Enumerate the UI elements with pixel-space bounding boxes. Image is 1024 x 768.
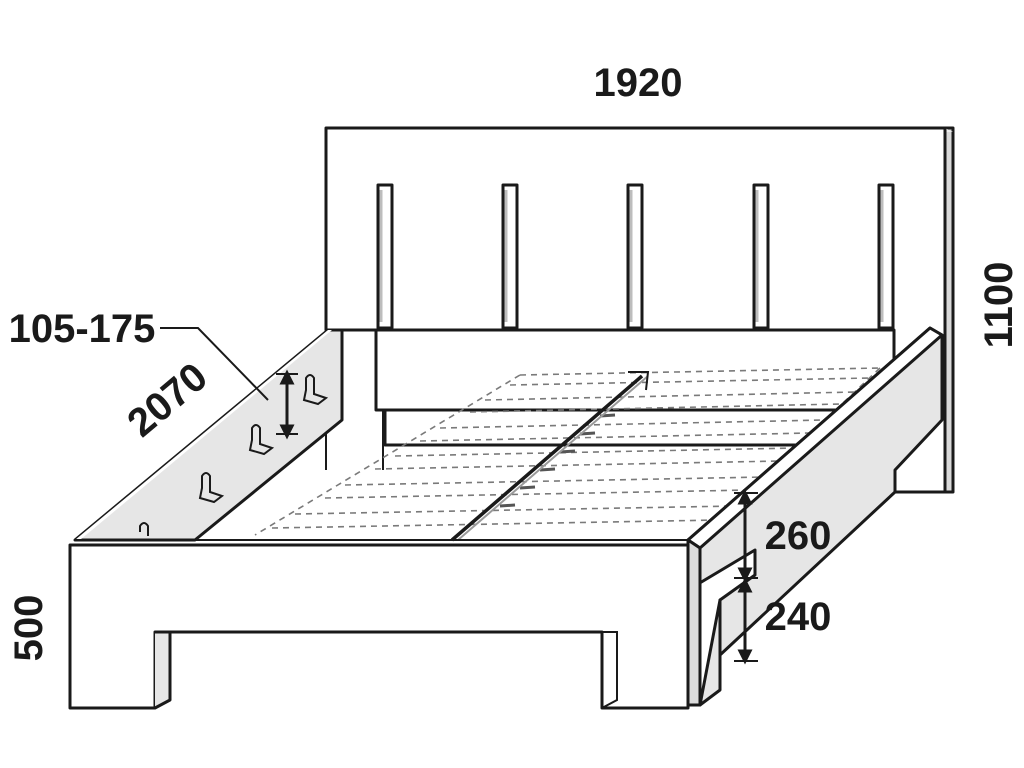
clearance-label: 240: [765, 595, 832, 639]
slat-depth-label: 105-175: [9, 307, 156, 351]
slat-depth-leader: [160, 327, 269, 401]
slat-grid: [254, 367, 881, 542]
headboard-height-label: 1100: [977, 262, 1021, 349]
rail-height-label: 260: [765, 514, 832, 558]
footboard: [68, 539, 690, 710]
length-label: 2070: [119, 355, 215, 446]
slat-hooks: [139, 374, 329, 536]
center-spine: [450, 374, 644, 542]
left-side-rail: [73, 328, 344, 542]
overall-height-label: 500: [7, 595, 51, 662]
width-label: 1920: [594, 61, 683, 105]
headboard-slots: [376, 183, 895, 330]
headboard: [324, 126, 955, 494]
